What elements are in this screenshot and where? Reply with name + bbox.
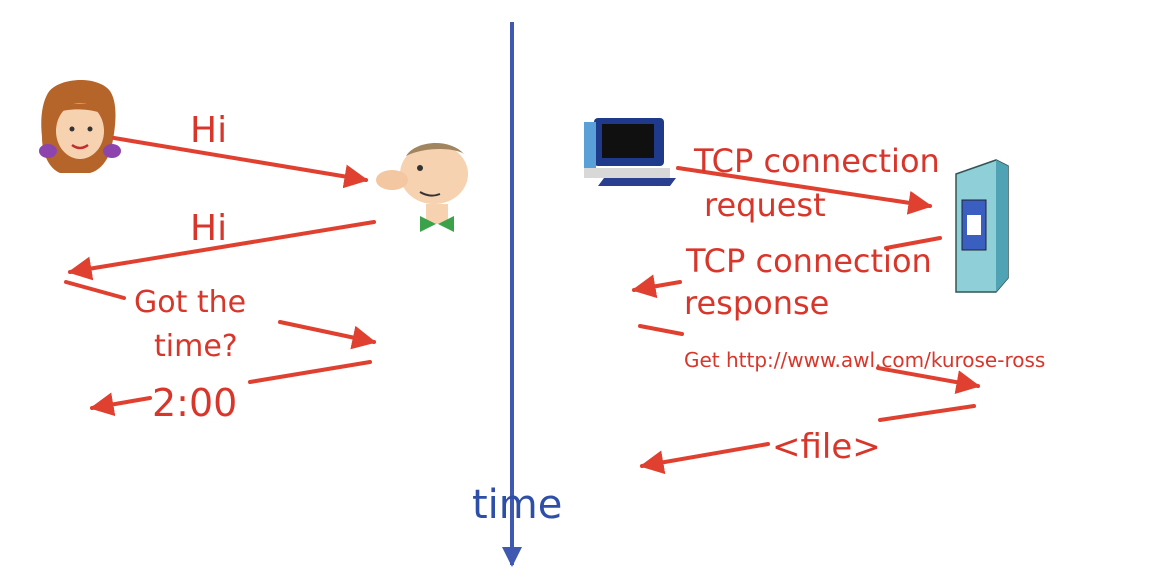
tcp-request-label-line2: request	[704, 186, 826, 224]
hi-request-arrow	[112, 136, 369, 189]
tcp-request-label-line1: TCP connection	[693, 142, 940, 180]
file-label: <file>	[772, 427, 881, 467]
timeline: time	[472, 22, 562, 567]
tcp-response-arrow-part2	[631, 274, 682, 299]
hi-reply-label: Hi	[190, 208, 227, 249]
human-protocol-labels: Hi Hi Got the time? 2:00	[134, 110, 246, 425]
get-arrow-part2	[876, 366, 981, 394]
tcp-request-arrow	[676, 166, 933, 215]
woman-icon	[39, 79, 121, 173]
get-arrow-part1	[638, 324, 684, 336]
time-answer-arrow-part2	[89, 392, 152, 417]
got-time-label-line2: time?	[154, 329, 238, 364]
time-answer-label: 2:00	[152, 381, 237, 425]
tcp-response-label-line1: TCP connection	[685, 242, 932, 280]
server-icon	[955, 159, 1009, 293]
got-time-arrow-part1	[64, 280, 126, 300]
network-protocol-arrows	[631, 166, 981, 475]
tcp-response-label-line2: response	[684, 284, 829, 322]
hi-reply-arrow	[67, 220, 376, 281]
time-answer-arrow-part1	[248, 360, 372, 384]
human-protocol-arrows	[64, 136, 377, 417]
got-time-arrow-part2	[278, 320, 377, 350]
timeline-label: time	[472, 482, 562, 528]
get-request-label: Get http://www.awl.com/kurose-ross	[684, 348, 1045, 372]
file-arrow-part1	[878, 404, 976, 422]
file-arrow-part2	[639, 442, 770, 475]
man-icon	[376, 142, 468, 232]
network-protocol-labels: TCP connection request TCP connection re…	[684, 142, 1045, 467]
computer-icon	[584, 118, 676, 186]
tcp-response-arrow-part1	[884, 236, 942, 250]
got-time-label-line1: Got the	[134, 285, 246, 320]
hi-request-label: Hi	[190, 110, 227, 151]
